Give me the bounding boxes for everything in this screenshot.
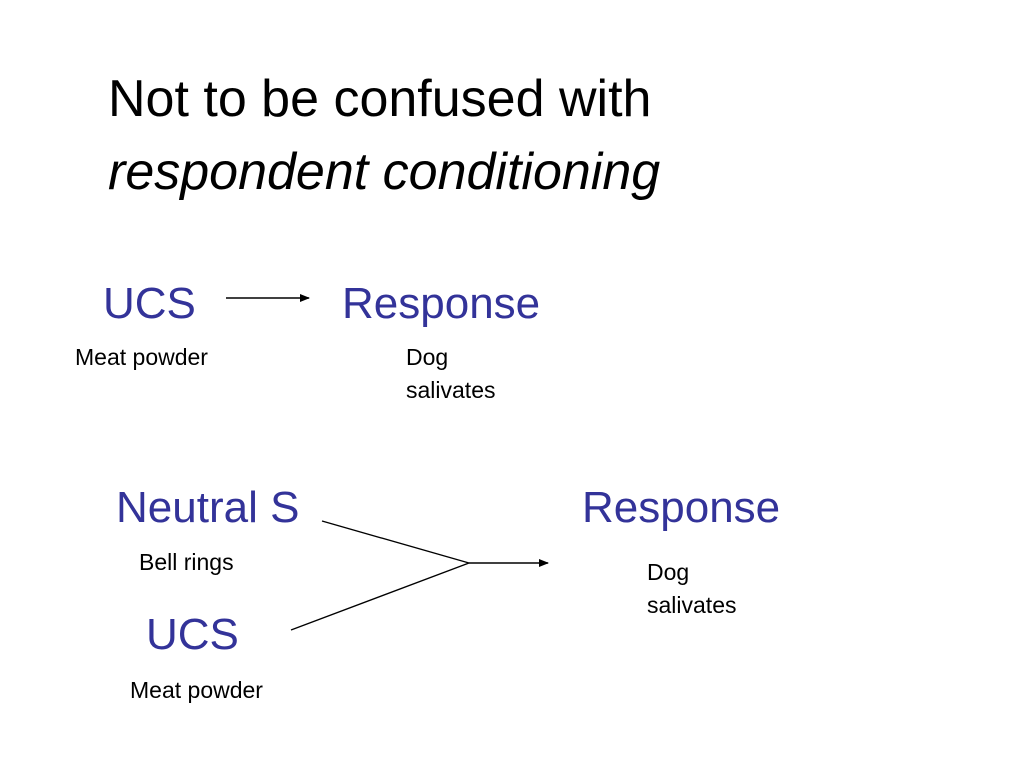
top-ucs-label: UCS — [103, 279, 196, 328]
slide-title-line1: Not to be confused with — [108, 70, 652, 128]
bottom-response-note-line1: Dog — [647, 559, 690, 585]
bottom-response-label: Response — [582, 483, 781, 532]
bottom-response-note-line2: salivates — [647, 592, 737, 618]
top-response-note-line2: salivates — [406, 377, 496, 403]
slide-title-line2: respondent conditioning — [108, 143, 661, 201]
ucs-connector-line — [290, 562, 470, 631]
neutral-stimulus-label: Neutral S — [116, 483, 300, 532]
top-response-label: Response — [342, 279, 541, 328]
neutral-stimulus-note: Bell rings — [139, 549, 234, 575]
top-response-note-line1: Dog — [406, 344, 449, 370]
neutral-s-connector-line — [321, 520, 470, 564]
bottom-ucs-note: Meat powder — [130, 677, 263, 703]
top-ucs-note: Meat powder — [75, 344, 208, 370]
bottom-ucs-label: UCS — [146, 610, 239, 659]
